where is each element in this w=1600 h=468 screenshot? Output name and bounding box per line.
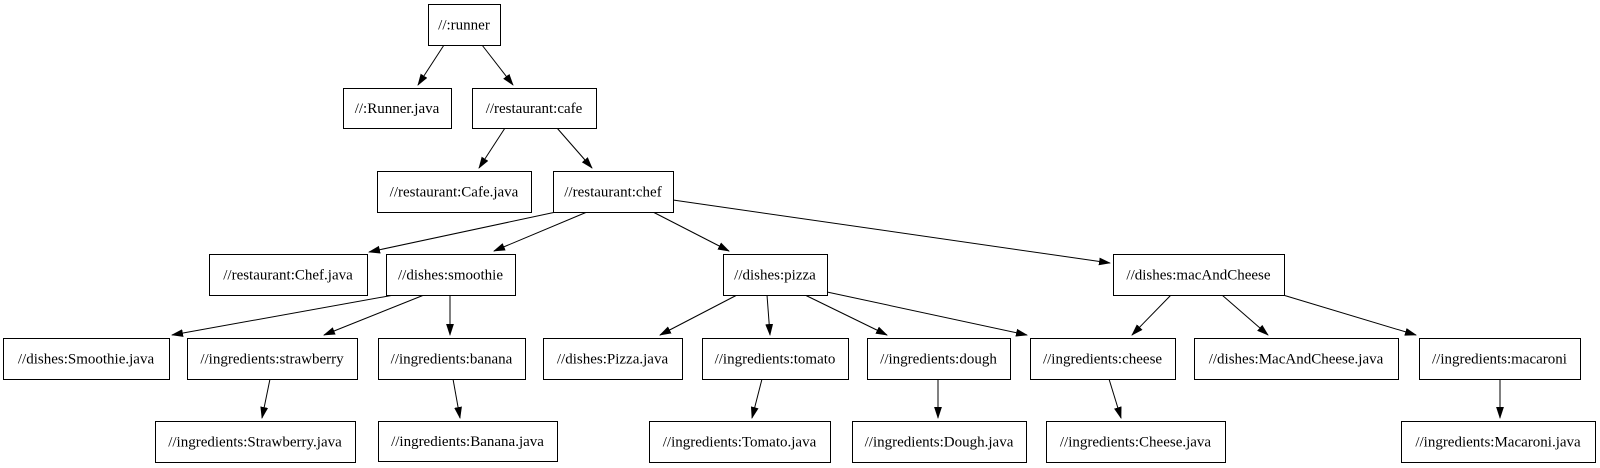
edge-cafe-to-cafe-java [478,127,506,169]
edge-mac-and-cheese-to-cheese [1131,294,1172,336]
edge-tomato-to-tomato-java [750,378,763,419]
graph-node-cheese: //ingredients:cheese [1030,338,1176,380]
graph-node-mac-and-cheese-java: //dishes:MacAndCheese.java [1194,338,1399,380]
graph-node-label-tomato: //ingredients:tomato [715,352,836,368]
graph-node-label-runner-java: //:Runner.java [355,101,440,117]
graph-node-chef-java: //restaurant:Chef.java [209,254,368,296]
graph-node-strawberry-java: //ingredients:Strawberry.java [155,421,356,463]
graph-node-runner: //:runner [428,4,501,46]
graph-node-label-banana-java: //ingredients:Banana.java [391,434,544,450]
graph-node-cafe-java: //restaurant:Cafe.java [377,171,532,213]
graph-node-box-strawberry [187,338,358,380]
graph-node-box-cafe-java [377,171,532,213]
graph-node-box-pizza [723,254,828,296]
graph-node-smoothie-java: //dishes:Smoothie.java [3,338,170,380]
graph-node-label-strawberry-java: //ingredients:Strawberry.java [168,435,342,451]
graph-node-label-mac-and-cheese: //dishes:macAndCheese [1126,268,1270,284]
graph-node-box-tomato-java [649,421,831,463]
edge-smoothie-to-smoothie-java [171,294,395,337]
edge-banana-to-banana-java [452,378,462,419]
edge-pizza-to-dough [804,294,888,336]
graph-node-box-runner [428,4,501,46]
graph-node-label-cheese: //ingredients:cheese [1043,352,1162,368]
graph-node-label-smoothie: //dishes:smoothie [398,268,503,284]
graph-node-box-strawberry-java [155,421,356,463]
edge-runner-to-cafe [481,44,514,86]
edge-cafe-to-chef [556,127,593,169]
edge-pizza-to-pizza-java [659,294,738,336]
graph-node-macaroni-java: //ingredients:Macaroni.java [1401,421,1596,463]
graph-node-box-macaroni-java [1401,421,1596,463]
graph-node-label-tomato-java: //ingredients:Tomato.java [663,435,817,451]
graph-node-label-pizza: //dishes:pizza [734,268,816,284]
graph-node-label-dough: //ingredients:dough [880,352,997,368]
graph-node-box-macaroni [1419,338,1581,380]
graph-node-box-runner-java [343,88,452,129]
edge-pizza-to-cheese [826,291,1028,337]
edge-mac-and-cheese-to-macaroni [1282,294,1417,336]
graph-node-label-macaroni-java: //ingredients:Macaroni.java [1415,435,1581,451]
graph-node-box-cheese-java [1046,421,1226,463]
graph-node-box-smoothie-java [3,338,170,380]
graph-node-box-pizza-java [543,338,683,380]
edge-chef-to-smoothie [493,211,588,252]
graph-node-box-banana-java [378,421,558,462]
edge-runner-to-runner-java [417,44,445,86]
graph-node-label-chef-java: //restaurant:Chef.java [223,268,353,284]
graph-node-box-smoothie [386,254,516,296]
graph-node-mac-and-cheese: //dishes:macAndCheese [1113,254,1285,296]
graph-node-label-cafe-java: //restaurant:Cafe.java [390,185,519,201]
graph-node-box-banana [378,338,526,380]
graph-node-box-mac-and-cheese [1113,254,1285,296]
graph-node-dough-java: //ingredients:Dough.java [852,421,1027,463]
graph-node-pizza-java: //dishes:Pizza.java [543,338,683,380]
graph-node-label-strawberry: //ingredients:strawberry [200,352,344,368]
nodes-layer: //:runner //:Runner.java //restaurant:cafe… [3,4,1596,463]
graph-node-box-chef [553,171,674,213]
graph-node-label-banana: //ingredients:banana [391,352,513,368]
graph-node-label-macaroni: //ingredients:macaroni [1432,352,1567,368]
graph-node-runner-java: //:Runner.java [343,88,452,129]
graph-node-strawberry: //ingredients:strawberry [187,338,358,380]
graph-node-box-dough [867,338,1011,380]
graph-node-label-cheese-java: //ingredients:Cheese.java [1060,435,1212,451]
graph-node-label-pizza-java: //dishes:Pizza.java [557,352,669,368]
graph-node-smoothie: //dishes:smoothie [386,254,516,296]
edge-strawberry-to-strawberry-java [260,378,271,419]
graph-node-box-tomato [702,338,849,380]
edge-chef-to-mac-and-cheese [672,199,1111,266]
graph-node-pizza: //dishes:pizza [723,254,828,296]
edge-chef-to-pizza [652,211,730,252]
edge-pizza-to-tomato [765,294,774,336]
edge-mac-and-cheese-to-mac-and-cheese-java [1221,294,1269,336]
graph-node-macaroni: //ingredients:macaroni [1419,338,1581,380]
edge-chef-to-chef-java [368,211,557,254]
graph-node-chef: //restaurant:chef [553,171,674,213]
graph-node-label-runner: //:runner [438,18,490,34]
graph-node-box-cafe [472,88,597,129]
graph-node-box-dough-java [852,421,1027,463]
graph-node-label-chef: //restaurant:chef [564,185,661,201]
edge-smoothie-to-strawberry [323,294,425,336]
graph-node-banana: //ingredients:banana [378,338,526,380]
graph-node-label-dough-java: //ingredients:Dough.java [865,435,1014,451]
graph-node-tomato-java: //ingredients:Tomato.java [649,421,831,463]
graph-node-dough: //ingredients:dough [867,338,1011,380]
edge-cheese-to-cheese-java [1108,378,1122,419]
graph-node-cheese-java: //ingredients:Cheese.java [1046,421,1226,463]
graph-node-box-cheese [1030,338,1176,380]
graph-node-box-mac-and-cheese-java [1194,338,1399,380]
graph-node-label-mac-and-cheese-java: //dishes:MacAndCheese.java [1209,352,1384,368]
edges-layer [171,44,1504,419]
graph-node-banana-java: //ingredients:Banana.java [378,421,558,462]
graph-node-label-smoothie-java: //dishes:Smoothie.java [18,352,155,368]
graph-node-cafe: //restaurant:cafe [472,88,597,129]
graph-node-tomato: //ingredients:tomato [702,338,849,380]
graph-node-box-chef-java [209,254,368,296]
graph-node-label-cafe: //restaurant:cafe [486,101,583,117]
